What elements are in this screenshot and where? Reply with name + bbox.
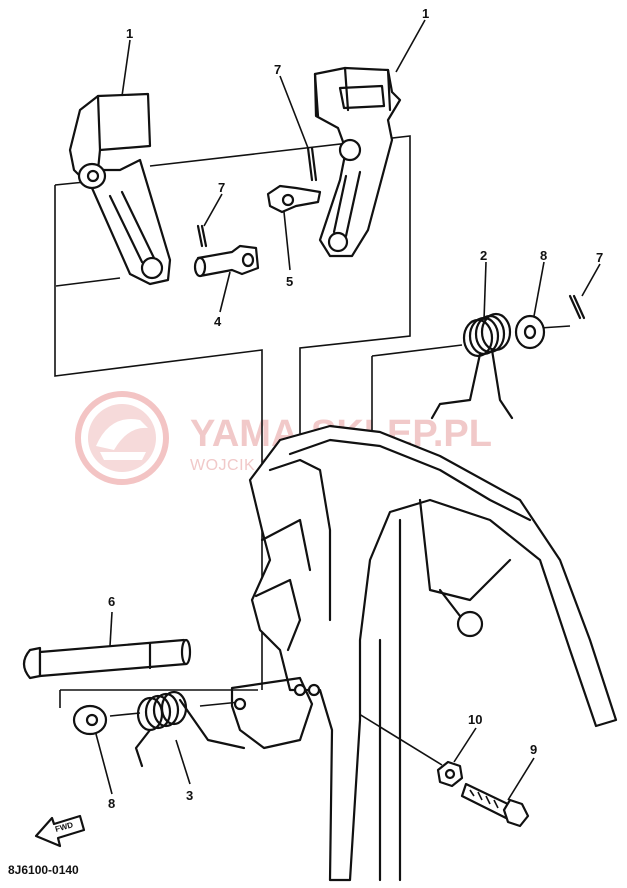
frame-bracket-body: [230, 424, 618, 882]
callout-9: 9: [530, 742, 537, 757]
washer-part-8-upper: [514, 314, 546, 350]
arm-right-part-1: [313, 66, 402, 258]
callout-8-lower: 8: [108, 796, 115, 811]
washer-part-8-lower: [72, 704, 108, 736]
callout-7-mid: 7: [218, 180, 225, 195]
callout-4: 4: [214, 314, 222, 329]
callout-3: 3: [186, 788, 193, 803]
fwd-arrow: FWD: [34, 814, 86, 848]
callout-6: 6: [108, 594, 115, 609]
torsion-spring-part-2: [430, 312, 514, 420]
clevis-pin-part-4: [193, 244, 260, 278]
callout-1-right: 1: [422, 6, 429, 21]
torsion-spring-part-3: [134, 690, 246, 768]
callout-10: 10: [468, 712, 482, 727]
callout-2: 2: [480, 248, 487, 263]
watermark-logo-icon: [75, 391, 169, 485]
callout-numbers: 1 1 7 7 7 5 4 2 8 8 6 3 10 9: [108, 6, 603, 811]
cotter-pin-part-7-b: [196, 224, 208, 248]
callout-leaders: [95, 19, 601, 801]
clevis-pin-part-5: [266, 184, 322, 214]
arm-left-part-1: [68, 92, 172, 286]
nut-part-10: [436, 760, 464, 788]
bolt-part-9: [460, 782, 530, 828]
long-pin-part-6: [22, 638, 192, 680]
callout-8-upper: 8: [540, 248, 547, 263]
drawing-code: 8J6100-0140: [8, 863, 79, 877]
cotter-pin-part-7-a: [306, 146, 318, 182]
callout-5: 5: [286, 274, 293, 289]
callout-7-top: 7: [274, 62, 281, 77]
callout-1-left: 1: [126, 26, 133, 41]
callout-7-right: 7: [596, 250, 603, 265]
cotter-pin-part-7-c: [568, 294, 586, 320]
